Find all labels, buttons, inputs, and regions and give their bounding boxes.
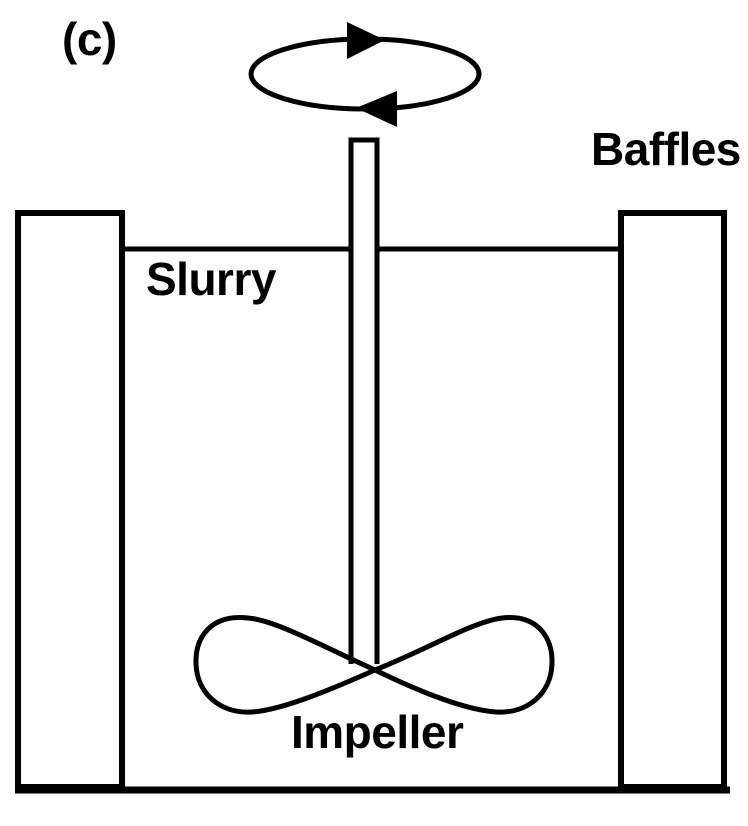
baffles-label: Baffles <box>591 123 741 175</box>
impeller-blades <box>193 615 555 715</box>
rotation-arrowhead-right-icon <box>347 22 385 59</box>
impeller-label: Impeller <box>291 706 464 758</box>
left-baffle <box>15 210 125 790</box>
rotation-arrowhead-left-icon <box>356 91 397 127</box>
right-baffle <box>618 210 727 790</box>
panel-label: (c) <box>62 13 117 65</box>
slurry-label: Slurry <box>146 253 276 305</box>
agitator-shaft <box>348 137 380 664</box>
